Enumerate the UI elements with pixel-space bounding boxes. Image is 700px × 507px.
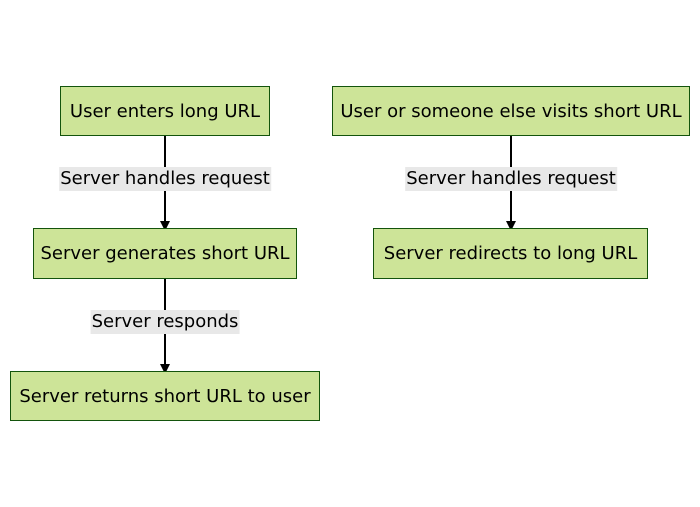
node-server-generates-short-url: Server generates short URL [33, 228, 297, 279]
node-user-visits-short-url: User or someone else visits short URL [332, 86, 690, 136]
edge-label-right-handles-request: Server handles request [405, 167, 617, 191]
edge-label-left-handles-request: Server handles request [59, 167, 271, 191]
edge-label-left-responds: Server responds [90, 310, 240, 334]
node-server-redirects: Server redirects to long URL [373, 228, 648, 279]
node-user-enters-long-url: User enters long URL [60, 86, 270, 136]
node-server-returns-short-url: Server returns short URL to user [10, 371, 320, 421]
